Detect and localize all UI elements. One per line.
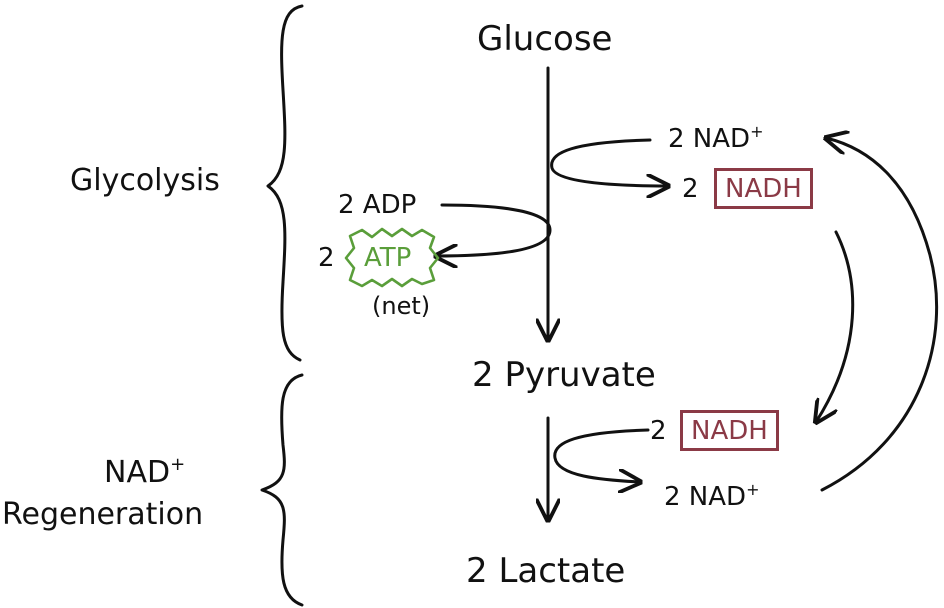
lactate-label: 2 Lactate [466, 551, 626, 591]
nad-plus-top-superscript: + [750, 122, 764, 141]
atp-burst [344, 227, 440, 288]
nad-return-loop-arrow [820, 138, 939, 492]
nad-to-nadh-top-arrow [550, 138, 668, 186]
nad-regeneration-brace [260, 373, 304, 607]
adp-to-atp-arrow [436, 203, 552, 256]
nadh-top-box: NADH [714, 168, 813, 209]
net-label: (net) [372, 292, 431, 320]
nadh-transfer-arrow [816, 230, 855, 422]
nad-plus-bottom-label: 2 NAD+ [664, 480, 760, 512]
glycolysis-brace [266, 4, 304, 362]
adp-label: 2 ADP [338, 190, 417, 220]
nad-regeneration-superscript: + [170, 454, 186, 475]
nadh-bottom-box: NADH [680, 410, 779, 451]
nad-plus-bottom-text: 2 NAD [664, 482, 747, 512]
glycolysis-label: Glycolysis [70, 163, 220, 198]
nad-regeneration-label-line2: Regeneration [2, 497, 204, 532]
nad-regeneration-label-line1: NAD+ [104, 456, 185, 488]
nadh-to-nad-bottom-arrow [553, 428, 650, 482]
nadh-bottom-coefficient: 2 [650, 416, 667, 446]
glucose-label: Glucose [477, 19, 613, 59]
nad-plus-bottom-superscript: + [746, 480, 760, 499]
nadh-top-coefficient: 2 [682, 174, 699, 204]
nad-plus-top-text: 2 NAD [668, 124, 751, 154]
nad-regeneration-nad: NAD [104, 455, 171, 490]
nad-plus-top-label: 2 NAD+ [668, 122, 764, 154]
atp-coefficient: 2 [318, 243, 335, 273]
atp-label: ATP [364, 243, 412, 273]
pyruvate-label: 2 Pyruvate [472, 355, 656, 395]
